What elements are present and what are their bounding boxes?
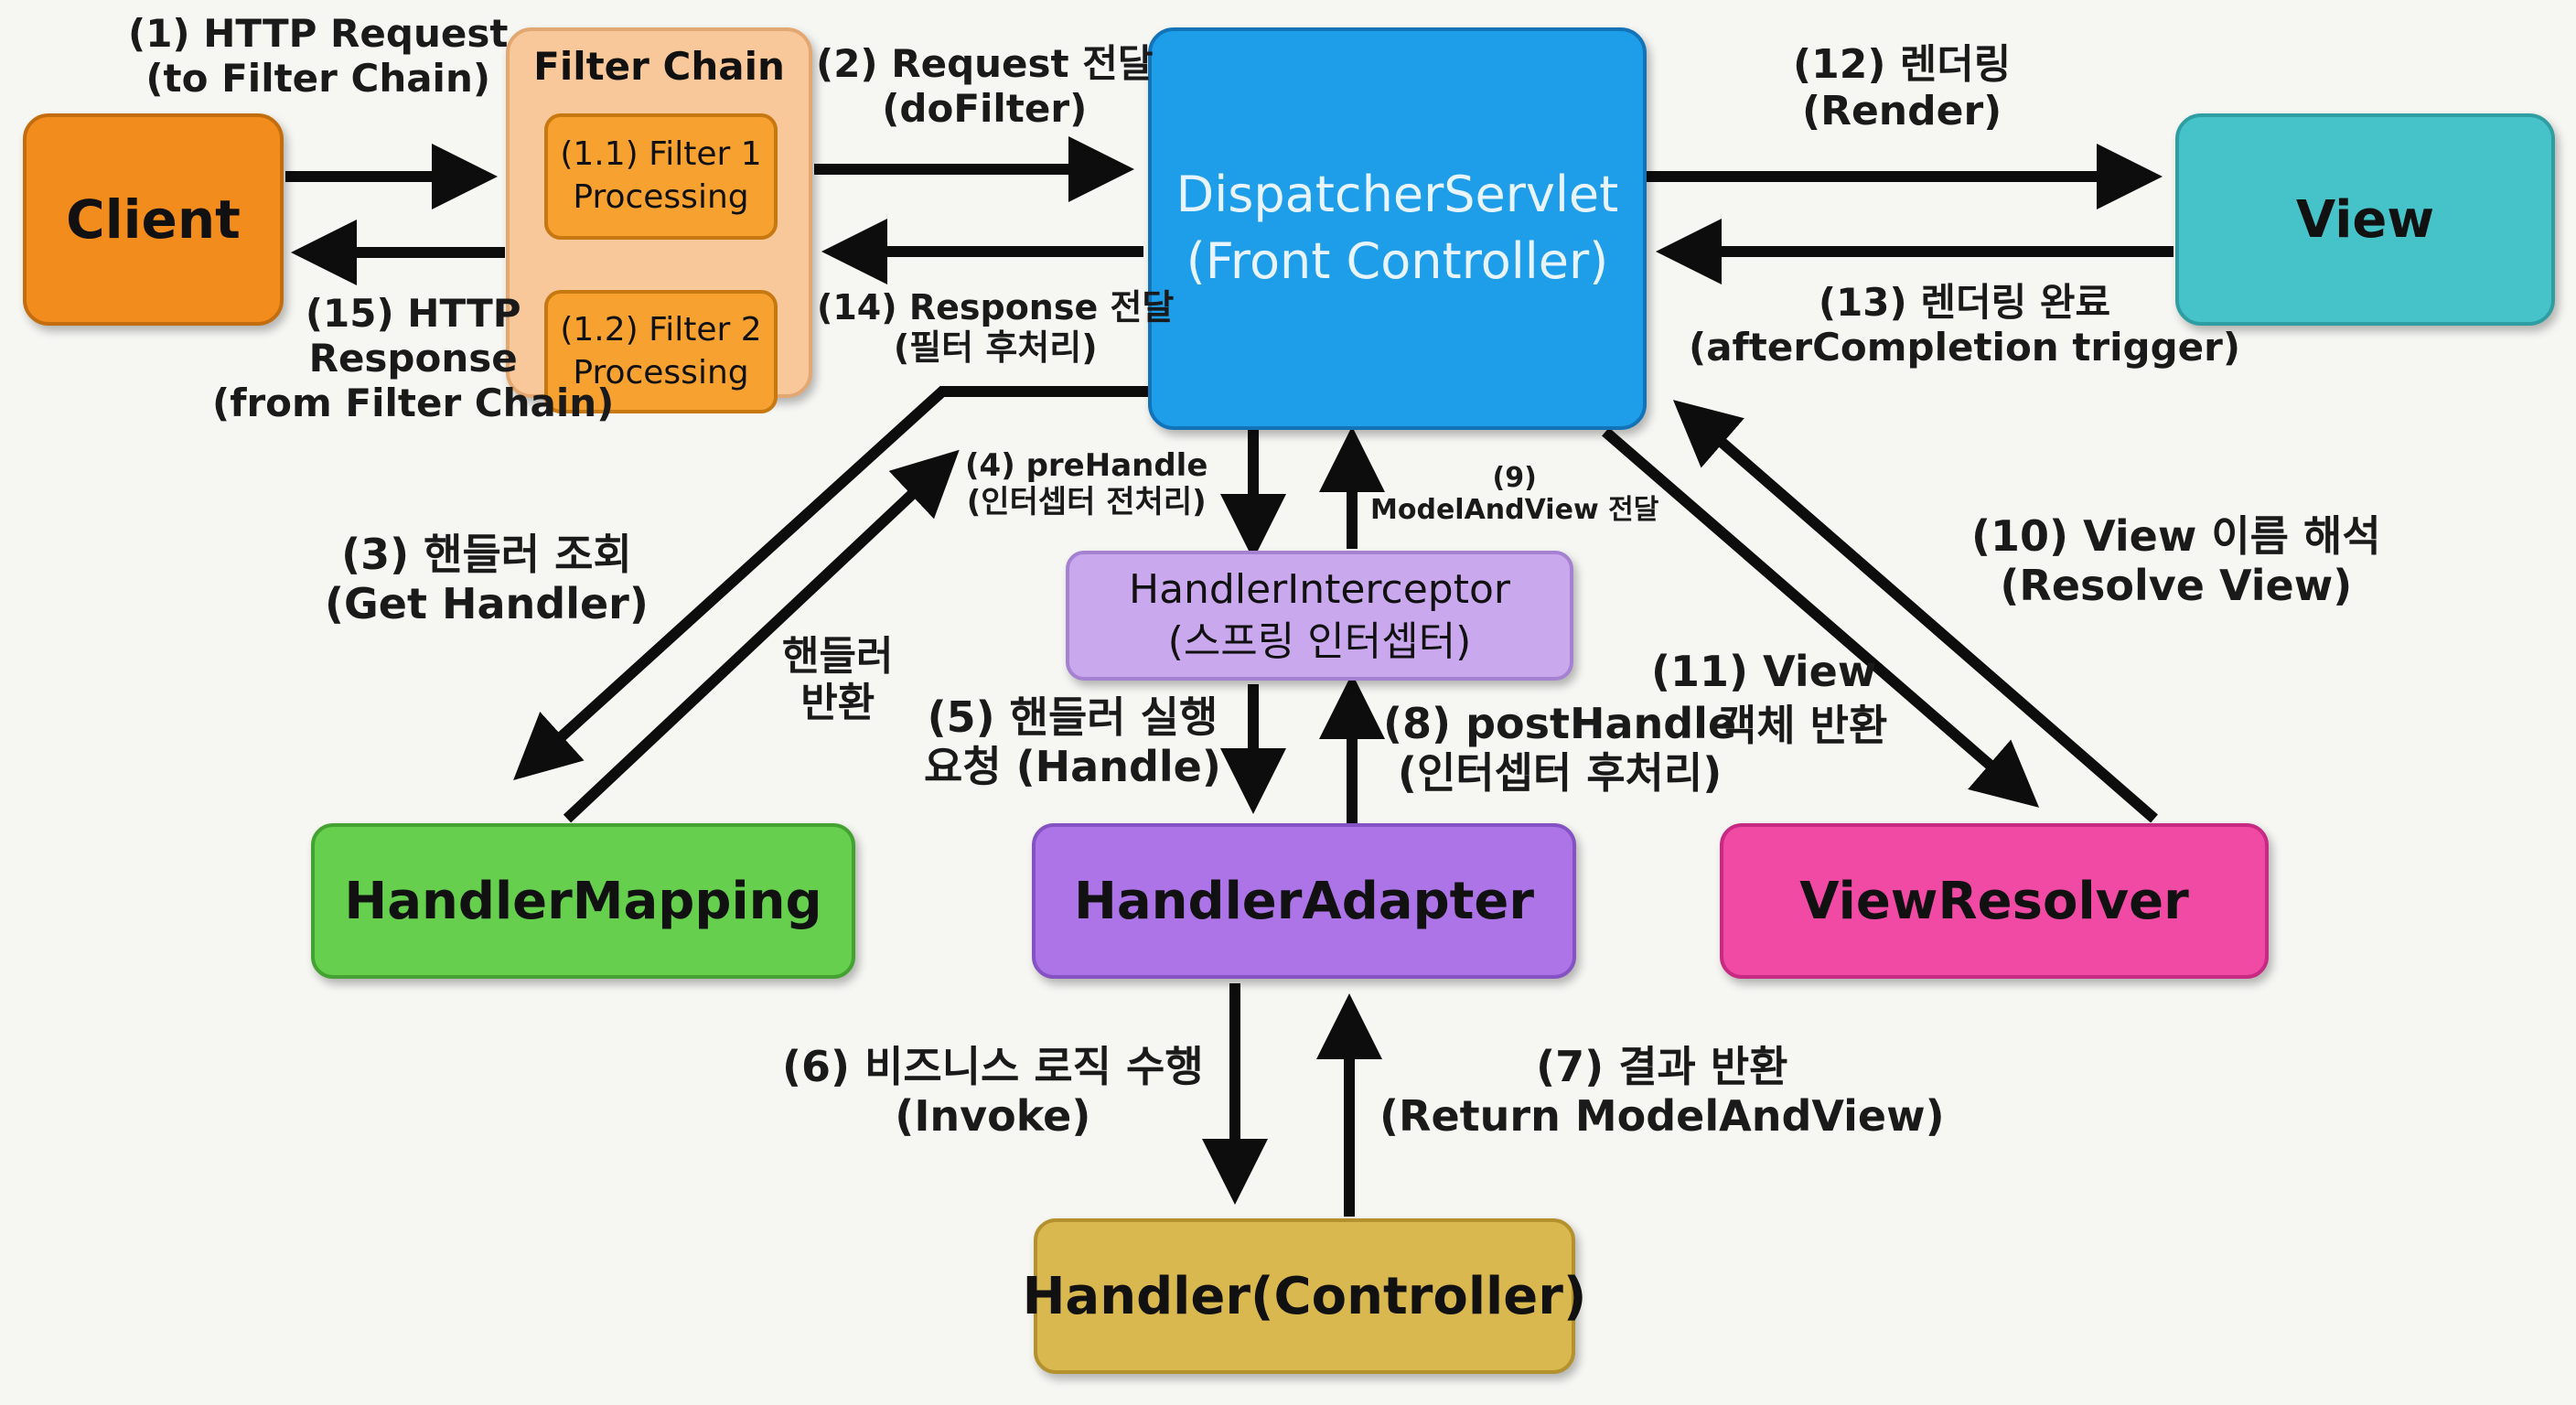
handler-mapping-node: HandlerMapping bbox=[311, 823, 855, 979]
view-label: View bbox=[2295, 189, 2435, 250]
dispatcher-line2: (Front Controller) bbox=[1186, 232, 1609, 290]
arrow-handler-return bbox=[563, 449, 960, 823]
dispatcher-servlet-node: DispatcherServlet (Front Controller) bbox=[1148, 27, 1647, 430]
adapter-label: HandlerAdapter bbox=[1073, 871, 1535, 931]
filter-chain-node: Filter Chain (1.1) Filter 1 Processing (… bbox=[506, 27, 812, 413]
label-10: (10) View 이름 해석(Resolve View) bbox=[1971, 511, 2381, 610]
label-8: (8) postHandle(인터셉터 후처리) bbox=[1383, 699, 1737, 798]
view-node: View bbox=[2175, 113, 2555, 326]
filter-1-node: (1.1) Filter 1 Processing bbox=[544, 113, 778, 240]
label-2: (2) Request 전달(doFilter) bbox=[816, 41, 1154, 132]
mapping-label: HandlerMapping bbox=[344, 871, 822, 931]
interceptor-line1: HandlerInterceptor bbox=[1128, 565, 1510, 613]
filter-2-line1: (1.2) Filter 2 bbox=[560, 310, 762, 349]
filter-1-line1: (1.1) Filter 1 bbox=[560, 135, 762, 174]
label-13: (13) 렌더링 완료(afterCompletion trigger) bbox=[1689, 280, 2241, 370]
label-11b: 객체 반환 bbox=[1718, 701, 1888, 750]
filter-2-line2: Processing bbox=[573, 353, 749, 391]
handler-interceptor-node: HandlerInterceptor (스프링 인터셉터) bbox=[1066, 551, 1573, 681]
label-3: (3) 핸들러 조회(Get Handler) bbox=[325, 530, 649, 628]
view-resolver-node: ViewResolver bbox=[1720, 823, 2269, 979]
handler-controller-node: Handler(Controller) bbox=[1023, 1218, 1586, 1374]
client-label: Client bbox=[66, 188, 241, 251]
arrow-3-get-handler bbox=[513, 386, 1148, 781]
interceptor-line2: (스프링 인터셉터) bbox=[1167, 618, 1472, 665]
filter-2-node: (1.2) Filter 2 Processing bbox=[544, 290, 778, 413]
filter-chain-title: Filter Chain bbox=[533, 44, 785, 89]
label-4: (4) preHandle(인터셉터 전처리) bbox=[965, 447, 1208, 520]
dispatcher-line1: DispatcherServlet bbox=[1175, 166, 1619, 224]
label-14: (14) Response 전달(필터 후처리) bbox=[817, 287, 1175, 369]
resolver-label: ViewResolver bbox=[1799, 871, 2189, 931]
filter-1-line2: Processing bbox=[573, 178, 749, 216]
arrow-10-resolve-view bbox=[1672, 400, 2158, 823]
handler-label: Handler(Controller) bbox=[1022, 1266, 1587, 1326]
handler-adapter-node: HandlerAdapter bbox=[1032, 823, 1576, 979]
label-11a: (11) View bbox=[1651, 647, 1877, 696]
label-1: (1) HTTP Request(to Filter Chain) bbox=[128, 11, 509, 102]
label-7: (7) 결과 반환(Return ModelAndView) bbox=[1379, 1042, 1945, 1141]
label-9: (9)ModelAndView 전달 bbox=[1370, 462, 1659, 527]
client-node: Client bbox=[23, 113, 284, 326]
label-6: (6) 비즈니스 로직 수행(Invoke) bbox=[782, 1042, 1204, 1141]
arrow-11-view-object bbox=[1602, 427, 2040, 808]
label-12: (12) 렌더링(Render) bbox=[1793, 41, 2012, 135]
